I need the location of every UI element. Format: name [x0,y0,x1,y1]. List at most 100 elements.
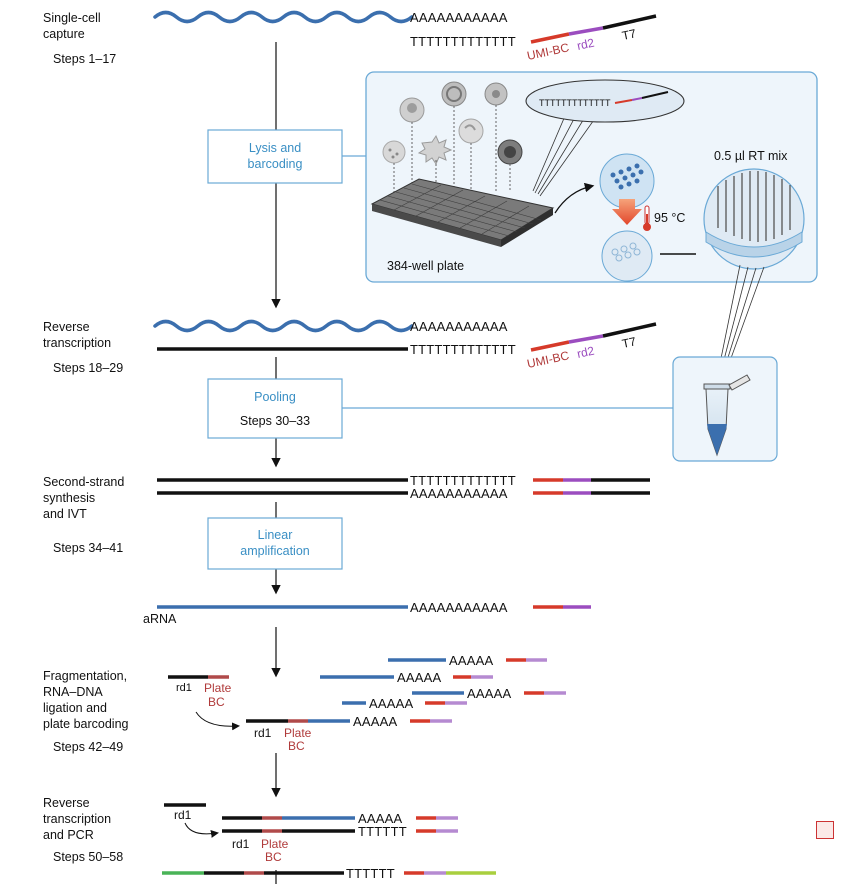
svg-text:Steps 50–58: Steps 50–58 [53,850,123,864]
rd2-segment [568,334,604,344]
svg-text:transcription: transcription [43,812,111,826]
svg-text:AAAAA: AAAAA [397,670,441,685]
step-title-line: and PCR [43,828,94,842]
step-title-line: synthesis [43,491,95,505]
tube-panel [672,356,778,462]
well-zoom-oval [525,79,685,123]
fragments-group: AAAAA AAAAA AAAAA AAAAA AAAAA [168,653,566,753]
linear-text-line: Linear [258,528,293,542]
pooling-title: Pooling [254,390,296,404]
umi-bc-label: UMI-BC [526,40,571,63]
lysis-box: Lysis and barcoding [207,129,366,184]
svg-text:AAAAA: AAAAA [358,811,402,826]
poly-a-tail: AAAAAAAAAAA [410,10,508,25]
ligated-fragment: AAAAA [246,714,452,729]
t7-label: T7 [621,26,638,43]
step-title-line: and IVT [43,507,87,521]
second-strand-molecule: TTTTTTTTTTTTT AAAAAAAAAAA [157,473,650,501]
t7-label: T7 [621,334,638,351]
poly-t-primer: TTTTTTTTTTTTT [410,473,516,488]
svg-text:Fragmentation,: Fragmentation, [43,669,127,683]
svg-text:synthesis: synthesis [43,491,95,505]
bc-label: BC [265,850,282,864]
umi-bc-label: UMI-BC [526,348,571,371]
bc-label: BC [288,739,305,753]
rd1-adapter: rd1 Plate BC [168,675,240,731]
svg-text:Steps 42–49: Steps 42–49 [53,740,123,754]
plate-hot-icon [601,230,653,282]
capture-molecule: AAAAAAAAAAA TTTTTTTTTTTTT UMI-BC rd2 T7 [153,10,657,63]
cell-icon [382,140,406,164]
svg-text:RNA–DNA: RNA–DNA [43,685,103,699]
step-single-cell-capture: Single-cell capture Steps 1–17 [43,11,116,66]
linear-text-line: amplification [240,544,310,558]
cell-icon [417,134,453,166]
svg-text:Reverse: Reverse [43,320,90,334]
svg-text:AAAAA: AAAAA [467,686,511,701]
umi-bc-segment [530,340,570,352]
step-title-line: plate barcoding [43,717,129,731]
step-title-line: capture [43,27,85,41]
svg-text:Single-cell: Single-cell [43,11,101,25]
svg-text:ligation and: ligation and [43,701,107,715]
mrna-wave [153,10,414,24]
svg-text:AAAAA: AAAAA [353,714,397,729]
step-title-line: RNA–DNA [43,685,103,699]
arna-label: aRNA [143,612,177,626]
svg-text:Reverse: Reverse [43,796,90,810]
poly-a-tail: AAAAAAAAAAA [410,319,508,334]
svg-text:TTTTTT: TTTTTT [346,866,395,881]
poly-t-primer: TTTTTTTTTTTTT [410,34,516,49]
plate-label: 384-well plate [387,259,464,273]
fragment: AAAAA [320,670,493,685]
pcr-molecules: rd1 AAAAA TTTTTT rd1 Plate BC TTTTTT [162,803,496,881]
floating-tool-button[interactable] [816,821,834,839]
arna-molecule: AAAAAAAAAAA aRNA [143,600,591,626]
step-title-line: Fragmentation, [43,669,127,683]
svg-text:Steps 1–17: Steps 1–17 [53,52,116,66]
fragment: AAAAA [388,653,547,668]
step-title-line: transcription [43,812,111,826]
oval-poly-t: TTTTTTTTTTTTT [539,98,611,108]
fragment: AAAAA [412,686,566,701]
plate-label: Plate [284,726,312,740]
step-title-line: transcription [43,336,111,350]
well-plate-384 [370,178,555,247]
step-range-label: Steps 18–29 [53,361,123,375]
svg-text:Steps 18–29: Steps 18–29 [53,361,123,375]
step-second-strand: Second-strand synthesis and IVT Steps 34… [43,475,124,555]
svg-text:and PCR: and PCR [43,828,94,842]
thermometer-icon [643,205,651,231]
poly-a-tail: AAAAAAAAAAA [410,486,508,501]
svg-text:transcription: transcription [43,336,111,350]
tube-icon [703,374,751,457]
plate-label: Plate [261,837,289,851]
step-title-line: Single-cell [43,11,101,25]
rt-molecule: AAAAAAAAAAA TTTTTTTTTTTTT UMI-BC rd2 T7 [153,319,657,371]
svg-text:TTTTTT: TTTTTT [358,824,407,839]
down-arrow-icon [612,199,642,225]
pooling-steps: Steps 30–33 [240,414,310,428]
svg-text:Second-strand: Second-strand [43,475,124,489]
rd1-label: rd1 [254,726,272,740]
lysis-text-line: Lysis and [249,141,301,155]
step-reverse-transcription: Reverse transcription Steps 18–29 [43,320,123,375]
plate-inset-panel: 384-well plate TTTTTTTTTTTTT 95 °C [365,71,818,283]
bc-label: BC [208,695,225,709]
rd2-label: rd2 [576,36,596,53]
step-title-line: ligation and [43,701,107,715]
plate-label: Plate [204,681,232,695]
rd1-label: rd1 [174,808,192,822]
svg-text:AAAAA: AAAAA [449,653,493,668]
step-title-line: Second-strand [43,475,124,489]
svg-text:Steps 34–41: Steps 34–41 [53,541,123,555]
step-title-line: Reverse [43,796,90,810]
step-range-label: Steps 34–41 [53,541,123,555]
step-range-label: Steps 42–49 [53,740,123,754]
fragment: AAAAA [342,696,467,711]
cell-icon [441,81,467,107]
rd1-label: rd1 [176,682,192,694]
lysis-text-line: barcoding [248,157,303,171]
mrna-wave [153,319,414,333]
svg-text:capture: capture [43,27,85,41]
